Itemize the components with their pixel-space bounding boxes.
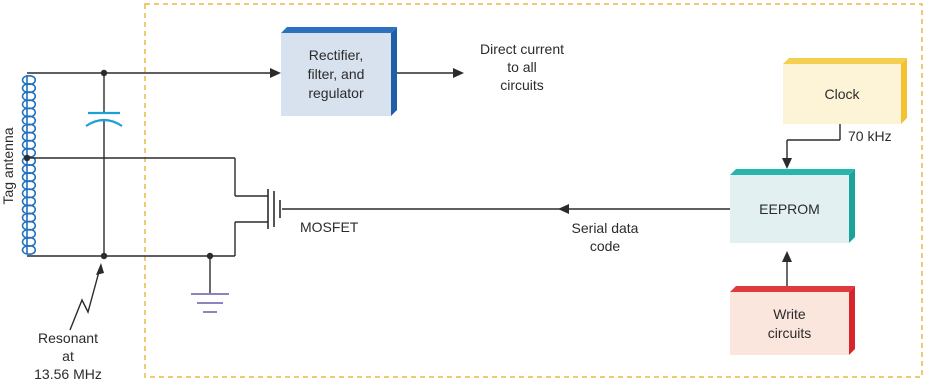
wires — [27, 72, 841, 293]
write-circuits-block — [730, 286, 855, 355]
resonant-label: Resonant at 13.56 MHz — [34, 330, 102, 382]
clock-frequency-label: 70 kHz — [848, 128, 892, 144]
capacitor-symbol — [85, 111, 123, 127]
rectifier-block — [281, 27, 397, 116]
dc-output-label: Direct current to all circuits — [479, 41, 565, 93]
mosfet-label: MOSFET — [300, 219, 359, 235]
clock-label: Clock — [824, 85, 860, 102]
tag-antenna-label: Tag antenna — [0, 127, 16, 205]
serial-data-label: Serial data code — [571, 220, 639, 254]
ground-symbol — [191, 293, 229, 313]
junction-dots — [23, 69, 214, 260]
mosfet-symbol — [267, 189, 281, 229]
resonant-pointer — [69, 267, 101, 331]
chip-boundary-dashed — [144, 3, 923, 378]
eeprom-label: EEPROM — [759, 200, 820, 217]
write-circuits-label: Write circuits — [767, 305, 812, 341]
rectifier-label: Rectifier, filter, and regulator — [307, 47, 365, 101]
clock-block — [783, 58, 907, 124]
resonant-pointer-head — [96, 263, 104, 275]
antenna-coil — [21, 75, 37, 255]
arrowheads — [270, 68, 792, 262]
eeprom-block — [730, 169, 855, 243]
